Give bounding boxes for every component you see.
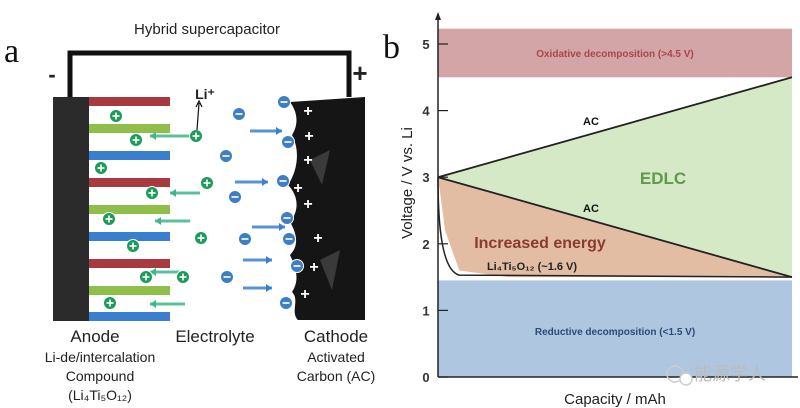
anode-layer: [89, 205, 170, 214]
anode-current-collector: [53, 97, 89, 321]
y-tick-label: 3: [422, 170, 429, 185]
anode-title: Anode: [70, 327, 119, 346]
panel-a-letter: a: [4, 33, 19, 70]
anode-layer: [89, 97, 170, 106]
cathode-positive-charge: +: [313, 230, 322, 247]
anion-migration-arrow-head: [262, 178, 268, 186]
anode-layer: [89, 178, 170, 187]
cathode-line1: Activated: [307, 349, 365, 365]
anion-migration-arrow-head: [279, 223, 285, 231]
ac-upper-label: AC: [583, 116, 599, 128]
electrolyte-label: Electrolyte: [175, 327, 254, 346]
li-migration-arrow-head: [155, 217, 161, 225]
cathode-positive-charge: +: [309, 259, 318, 276]
cathode-charges: ++++++++: [293, 103, 322, 303]
anion-migration-arrow-head: [266, 256, 272, 264]
increased-energy-label: Increased energy: [474, 235, 606, 252]
li-migration-arrow-head: [150, 268, 156, 276]
ion-arrows: [150, 127, 285, 308]
edlc-label: EDLC: [640, 169, 686, 188]
ac-lower-label: AC: [583, 203, 599, 215]
anode-layers: [89, 97, 170, 321]
y-axis-arrow: [435, 12, 441, 20]
edlc-region: [438, 77, 792, 278]
cathode-highlight: [310, 150, 340, 290]
li-arrow-head: [195, 99, 203, 108]
li-migration-arrow-head: [150, 300, 156, 308]
x-axis-label: Capacity / mAh: [564, 391, 666, 408]
negative-terminal: -: [48, 62, 55, 87]
panel-a-title: Hybrid supercapacitor: [134, 21, 280, 38]
anode-line1: Li-de/intercalation: [45, 349, 156, 365]
positive-terminal: +: [352, 58, 367, 88]
cathode-line2: Carbon (AC): [297, 368, 376, 384]
anode-layer: [89, 259, 170, 268]
anode-line2: Compound: [66, 368, 135, 384]
ac-upper-line: [437, 76, 793, 179]
external-circuit-wire: [67, 50, 352, 97]
cathode-title: Cathode: [304, 327, 368, 346]
watermark: 能源学人: [694, 364, 766, 384]
y-tick-label: 0: [422, 370, 429, 385]
ions: [94, 95, 304, 310]
cathode-positive-charge: +: [303, 152, 312, 169]
anode-layer: [89, 232, 170, 241]
cathode-positive-charge: +: [293, 180, 302, 197]
y-tick-label: 1: [422, 303, 429, 318]
panel-a: a Hybrid supercapacitor - + ++++++++ Li⁺…: [4, 21, 375, 403]
oxidative-region: [438, 28, 792, 78]
cathode-positive-charge: +: [303, 196, 312, 213]
reductive-region: [438, 280, 792, 377]
ac-lower-line: [437, 176, 793, 278]
anion-migration-arrow-head: [276, 127, 282, 135]
y-tick-label: 4: [422, 104, 430, 119]
cathode-positive-charge: +: [304, 128, 313, 145]
anode-layer: [89, 124, 170, 133]
wechat-icon-bubble: [679, 372, 693, 386]
y-tick-label: 5: [422, 37, 429, 52]
cathode-positive-charge: +: [303, 103, 312, 120]
li-migration-arrow-head: [170, 189, 176, 197]
li-arrow: [196, 102, 200, 131]
anode-layer: [89, 151, 170, 160]
cathode-activated-carbon: [288, 97, 365, 320]
anode-layer: [89, 286, 170, 295]
li-ion-label: Li⁺: [195, 86, 215, 102]
anode-line3: (Li₄Ti₅O₁₂): [68, 387, 132, 403]
panel-b-letter: b: [383, 29, 400, 66]
lto-label: Li₄Ti₅O₁₂ (~1.6 V): [487, 261, 577, 273]
anode-layer: [89, 312, 170, 321]
y-tick-label: 2: [422, 237, 429, 252]
li-migration-arrow-head: [150, 132, 156, 140]
cathode-positive-charge: +: [300, 286, 309, 303]
y-axis-label: Voltage / V vs. Li: [399, 127, 416, 239]
reductive-label: Reductive decomposition (<1.5 V): [535, 327, 695, 338]
anion-migration-arrow-head: [266, 284, 272, 292]
oxidative-label: Oxidative decomposition (>4.5 V): [536, 49, 694, 60]
